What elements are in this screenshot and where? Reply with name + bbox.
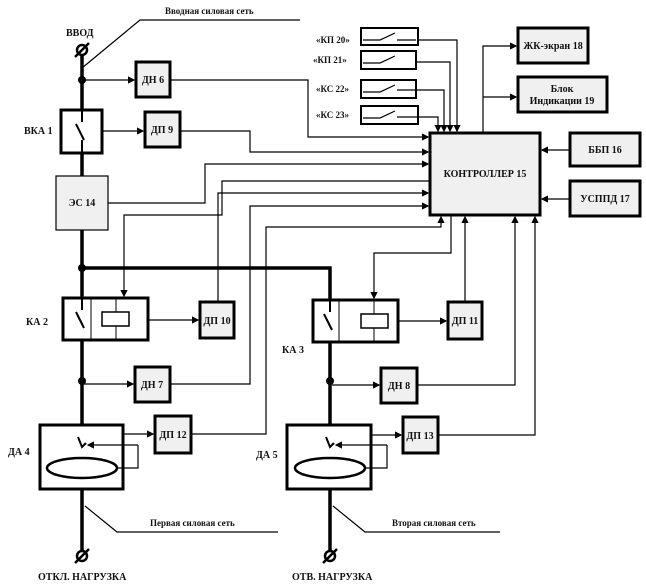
svg-text:ББП 16: ББП 16 bbox=[588, 145, 622, 156]
differential-da4: ДА 4 bbox=[8, 423, 139, 491]
junction-dot bbox=[78, 377, 86, 385]
breaker-vka1: ВКА 1 bbox=[24, 108, 104, 155]
svg-text:КА 3: КА 3 bbox=[282, 345, 304, 356]
svg-text:ДА 4: ДА 4 bbox=[8, 447, 30, 458]
svg-text:«КП 21»: «КП 21» bbox=[313, 55, 347, 65]
svg-text:«КП 20»: «КП 20» bbox=[316, 35, 350, 45]
svg-text:ДА 5: ДА 5 bbox=[256, 450, 278, 461]
svg-text:КОНТРОЛЛЕР 15: КОНТРОЛЛЕР 15 bbox=[444, 169, 527, 180]
usppd-17: УСППД 17 bbox=[568, 179, 642, 218]
load-resp-label: ОТВ. НАГРУЗКА bbox=[292, 572, 373, 583]
sensor-dn6: ДН 6 bbox=[134, 60, 172, 99]
switch-icon bbox=[75, 311, 85, 329]
sensor-dp10: ДП 10 bbox=[198, 300, 236, 340]
sensor-dn8: ДН 8 bbox=[379, 366, 419, 405]
coil-icon bbox=[101, 311, 130, 327]
coil-icon bbox=[360, 313, 389, 329]
ups-bbp16: ББП 16 bbox=[568, 131, 642, 168]
junction-dot bbox=[78, 76, 86, 84]
indication-block-19: Блок Индикации 19 bbox=[516, 75, 609, 114]
svg-text:ЭС 14: ЭС 14 bbox=[69, 198, 96, 209]
switch-icon bbox=[75, 123, 85, 141]
contact-kp21: «КП 21» bbox=[313, 50, 417, 70]
svg-text:«КС 23»: «КС 23» bbox=[316, 110, 350, 120]
svg-text:УСППД 17: УСППД 17 bbox=[580, 194, 630, 205]
vka1-label: ВКА 1 bbox=[24, 126, 53, 137]
sensor-dp9: ДП 9 bbox=[143, 110, 182, 149]
callout-second-network: Вторая силовая сеть bbox=[332, 505, 500, 533]
trip-icon bbox=[77, 436, 87, 449]
sensor-dp12: ДП 12 bbox=[153, 414, 193, 455]
svg-text:ДН 6: ДН 6 bbox=[142, 75, 164, 86]
svg-text:Блок: Блок bbox=[551, 84, 574, 95]
controller-15: КОНТРОЛЛЕР 15 bbox=[428, 131, 542, 217]
input-label: ВВОД bbox=[66, 28, 94, 39]
first-network-label: Первая силовая сеть bbox=[150, 518, 235, 528]
load-off-label: ОТКЛ. НАГРУЗКА bbox=[38, 572, 127, 583]
contact-ks23: «КС 23» bbox=[316, 105, 419, 125]
sensor-dn7: ДН 7 bbox=[133, 365, 172, 404]
contact-kp20: «КП 20» bbox=[316, 27, 419, 46]
svg-text:ЖК-экран 18: ЖК-экран 18 bbox=[523, 41, 582, 52]
contact-ks22: «КС 22» bbox=[316, 79, 417, 99]
lcd-screen-18: ЖК-экран 18 bbox=[516, 26, 590, 65]
terminal-load-off: ОТКЛ. НАГРУЗКА bbox=[38, 548, 127, 583]
svg-text:КА 2: КА 2 bbox=[26, 317, 48, 328]
second-network-label: Вторая силовая сеть bbox=[392, 518, 476, 528]
svg-text:ДП 10: ДП 10 bbox=[203, 316, 230, 327]
terminal-load-resp: ОТВ. НАГРУЗКА bbox=[292, 548, 373, 583]
callout-first-network: Первая силовая сеть bbox=[84, 505, 278, 533]
junction-dot bbox=[326, 377, 334, 385]
svg-text:ДН 7: ДН 7 bbox=[141, 380, 163, 391]
trip-icon bbox=[325, 436, 335, 449]
svg-text:ДН 8: ДН 8 bbox=[388, 381, 410, 392]
block-es14: ЭС 14 bbox=[55, 175, 109, 231]
svg-text:ДП 12: ДП 12 bbox=[159, 430, 186, 441]
svg-text:ДП 13: ДП 13 bbox=[406, 431, 433, 442]
sensor-dp13: ДП 13 bbox=[401, 415, 440, 455]
terminal-input: ВВОД bbox=[66, 28, 94, 58]
svg-text:ДП 9: ДП 9 bbox=[151, 125, 173, 136]
svg-text:«КС 22»: «КС 22» bbox=[316, 84, 350, 94]
signal-wiring bbox=[84, 39, 570, 439]
junction-dot bbox=[78, 264, 86, 272]
differential-da5: ДА 5 bbox=[256, 423, 388, 491]
contactor-ka2: КА 2 bbox=[26, 296, 150, 342]
sensor-dp11: ДП 11 bbox=[446, 300, 484, 341]
input-network-label: Вводная силовая сеть bbox=[165, 6, 254, 16]
callout-input-network: Вводная силовая сеть bbox=[81, 6, 300, 69]
contactor-ka3: КА 3 bbox=[282, 298, 400, 356]
svg-text:Индикации 19: Индикации 19 bbox=[530, 96, 595, 107]
switch-icon bbox=[323, 313, 333, 331]
svg-text:ДП 11: ДП 11 bbox=[452, 316, 479, 327]
